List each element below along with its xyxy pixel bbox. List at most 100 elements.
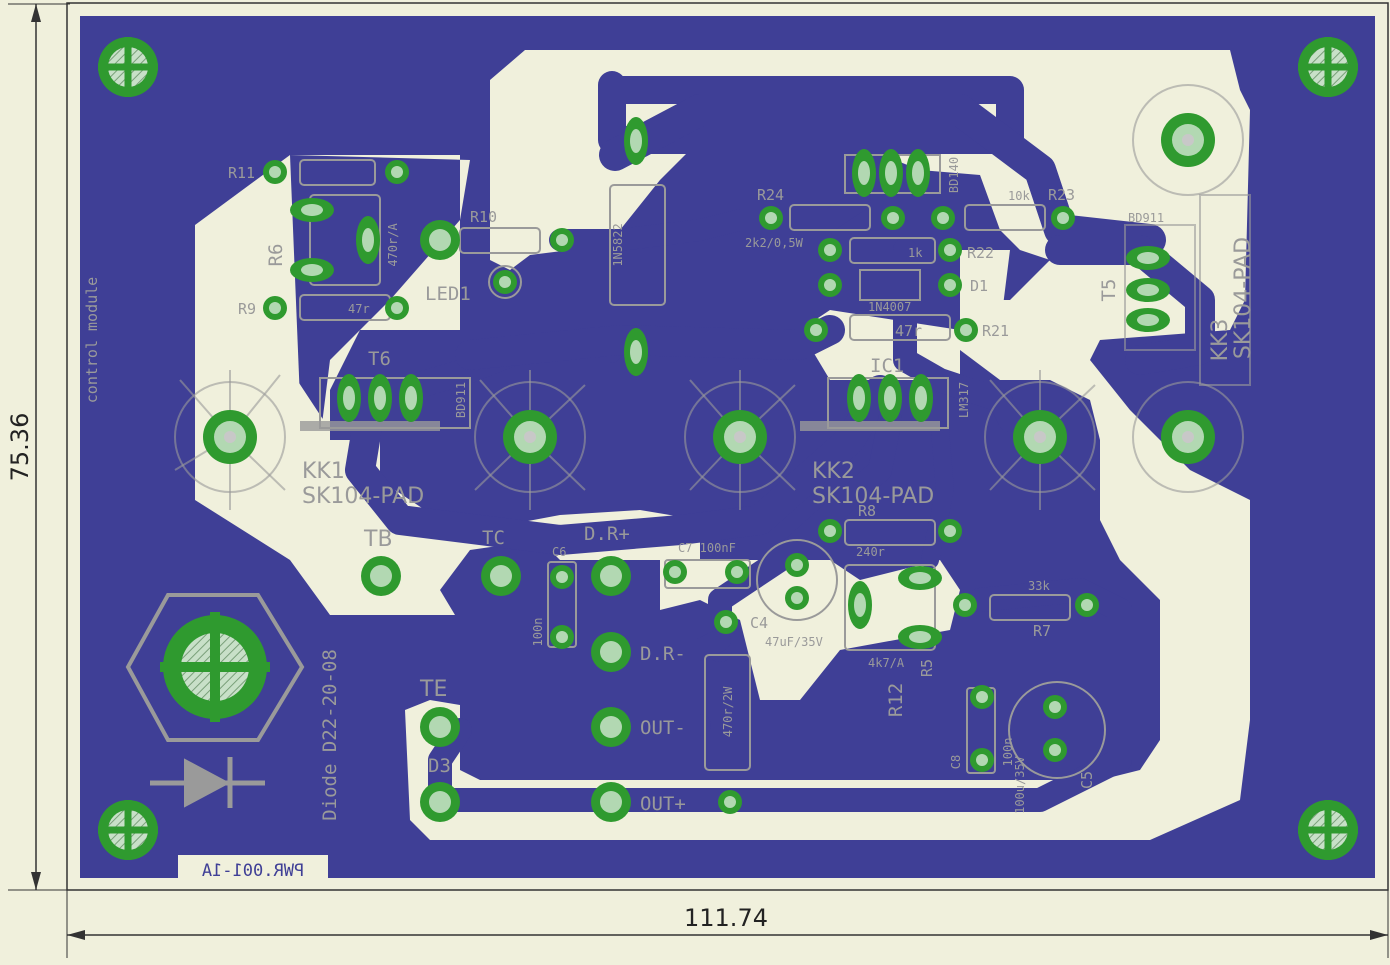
- r23-label: R23: [1048, 186, 1075, 204]
- pad: [938, 519, 962, 543]
- d1-value: 1N4007: [868, 300, 911, 314]
- oval-pad: [290, 198, 334, 222]
- t6-value: BD911: [454, 382, 468, 418]
- r21-value: 47r: [895, 322, 922, 340]
- c7-label: C7 100nF: [678, 541, 736, 555]
- r12-label: R12: [885, 683, 907, 717]
- res2w-value: 470r/2W: [721, 686, 735, 737]
- large-pads: [160, 612, 270, 722]
- t5-value: BD911: [1128, 211, 1164, 225]
- oval-pad: [356, 216, 380, 264]
- oval-pad: [906, 149, 930, 197]
- mounting-hole: [98, 800, 158, 860]
- oval-pad: [879, 149, 903, 197]
- pad: [663, 560, 687, 584]
- mounting-hole: [1298, 800, 1358, 860]
- pad: [970, 748, 994, 772]
- r22-label: R22: [967, 244, 994, 262]
- d4-value: 1N5822: [611, 223, 625, 266]
- pad: [420, 782, 460, 822]
- pad: [725, 560, 749, 584]
- pad: [481, 556, 521, 596]
- oval-pad: [1126, 246, 1170, 270]
- drm-label: D.R-: [640, 643, 686, 665]
- pad: [550, 625, 574, 649]
- pad: [818, 273, 842, 297]
- oval-pad: [909, 374, 933, 422]
- pad: [881, 206, 905, 230]
- mounting-hole: [98, 37, 158, 97]
- t7-value: BD140: [947, 157, 961, 193]
- c5-label: C5: [1078, 771, 1096, 789]
- r6-value: 470r/A: [386, 223, 400, 267]
- kk3-value: SK104-PAD: [1231, 237, 1256, 359]
- pad: [804, 318, 828, 342]
- r10-label: R10: [470, 208, 497, 226]
- r11-label: R11: [228, 164, 255, 182]
- mounting-hole: [1298, 37, 1358, 97]
- pad: [938, 273, 962, 297]
- kk2-value: SK104-PAD: [812, 484, 934, 509]
- pad: [591, 556, 631, 596]
- pad: [550, 565, 574, 589]
- height-dimension-label: 75.36: [6, 413, 34, 482]
- pad: [1043, 695, 1067, 719]
- diode-label: Diode D22-20-08: [319, 649, 341, 821]
- oval-pad: [847, 374, 871, 422]
- pad: [818, 519, 842, 543]
- kk1-label: KK1: [302, 459, 345, 484]
- c6-value: 100n: [531, 618, 545, 647]
- r24-label: R24: [757, 186, 784, 204]
- outp-label: OUT+: [640, 793, 686, 815]
- oval-pad: [399, 374, 423, 422]
- part-number: PWR.001-1A: [202, 861, 304, 881]
- pad: [954, 318, 978, 342]
- c4-value: 47uF/35V: [765, 635, 823, 649]
- heat-sink-pad: [1161, 113, 1215, 167]
- heat-sink-pad: [1013, 410, 1067, 464]
- pad: [970, 685, 994, 709]
- r9-value: 47r: [348, 302, 370, 316]
- pad: [785, 586, 809, 610]
- oval-pad: [337, 374, 361, 422]
- oval-pad: [848, 581, 872, 629]
- kk3-label: KK3: [1208, 319, 1233, 362]
- heat-sink-kk3: [1124, 84, 1251, 493]
- silk-symbols: [125, 593, 305, 808]
- c8-label: C8: [949, 755, 963, 769]
- oval-pad: [368, 374, 392, 422]
- pad: [361, 556, 401, 596]
- heat-sink-pad: [713, 410, 767, 464]
- resistor-bodies: [299, 159, 1106, 779]
- tb-label: TB: [363, 527, 393, 552]
- pad: [493, 270, 517, 294]
- oval-pad: [852, 149, 876, 197]
- r8-label: R8: [858, 502, 876, 520]
- ic1-label: IC1: [870, 355, 904, 377]
- pad: [953, 593, 977, 617]
- oval-pad: [624, 328, 648, 376]
- kk1-value: SK104-PAD: [302, 484, 424, 509]
- pad: [385, 296, 409, 320]
- r12-value: 4k7/A: [868, 656, 905, 670]
- kk2-label: KK2: [812, 459, 855, 484]
- pad: [420, 707, 460, 747]
- c6-label: C6: [552, 545, 566, 559]
- heat-sink-pad: [503, 410, 557, 464]
- drp-label: D.R+: [584, 523, 630, 545]
- oval-pad: [898, 566, 942, 590]
- pad: [1075, 593, 1099, 617]
- mounting-holes: [98, 37, 1358, 860]
- oval-pad: [290, 258, 334, 282]
- pad: [550, 228, 574, 252]
- oval-pad: [624, 117, 648, 165]
- r6-label: R6: [265, 244, 287, 267]
- d3-label: D3: [428, 755, 451, 777]
- outm-label: OUT-: [640, 717, 686, 739]
- pad: [591, 632, 631, 672]
- r5-label: R5: [918, 659, 936, 677]
- r8-value: 240r: [856, 545, 885, 559]
- pad: [938, 238, 962, 262]
